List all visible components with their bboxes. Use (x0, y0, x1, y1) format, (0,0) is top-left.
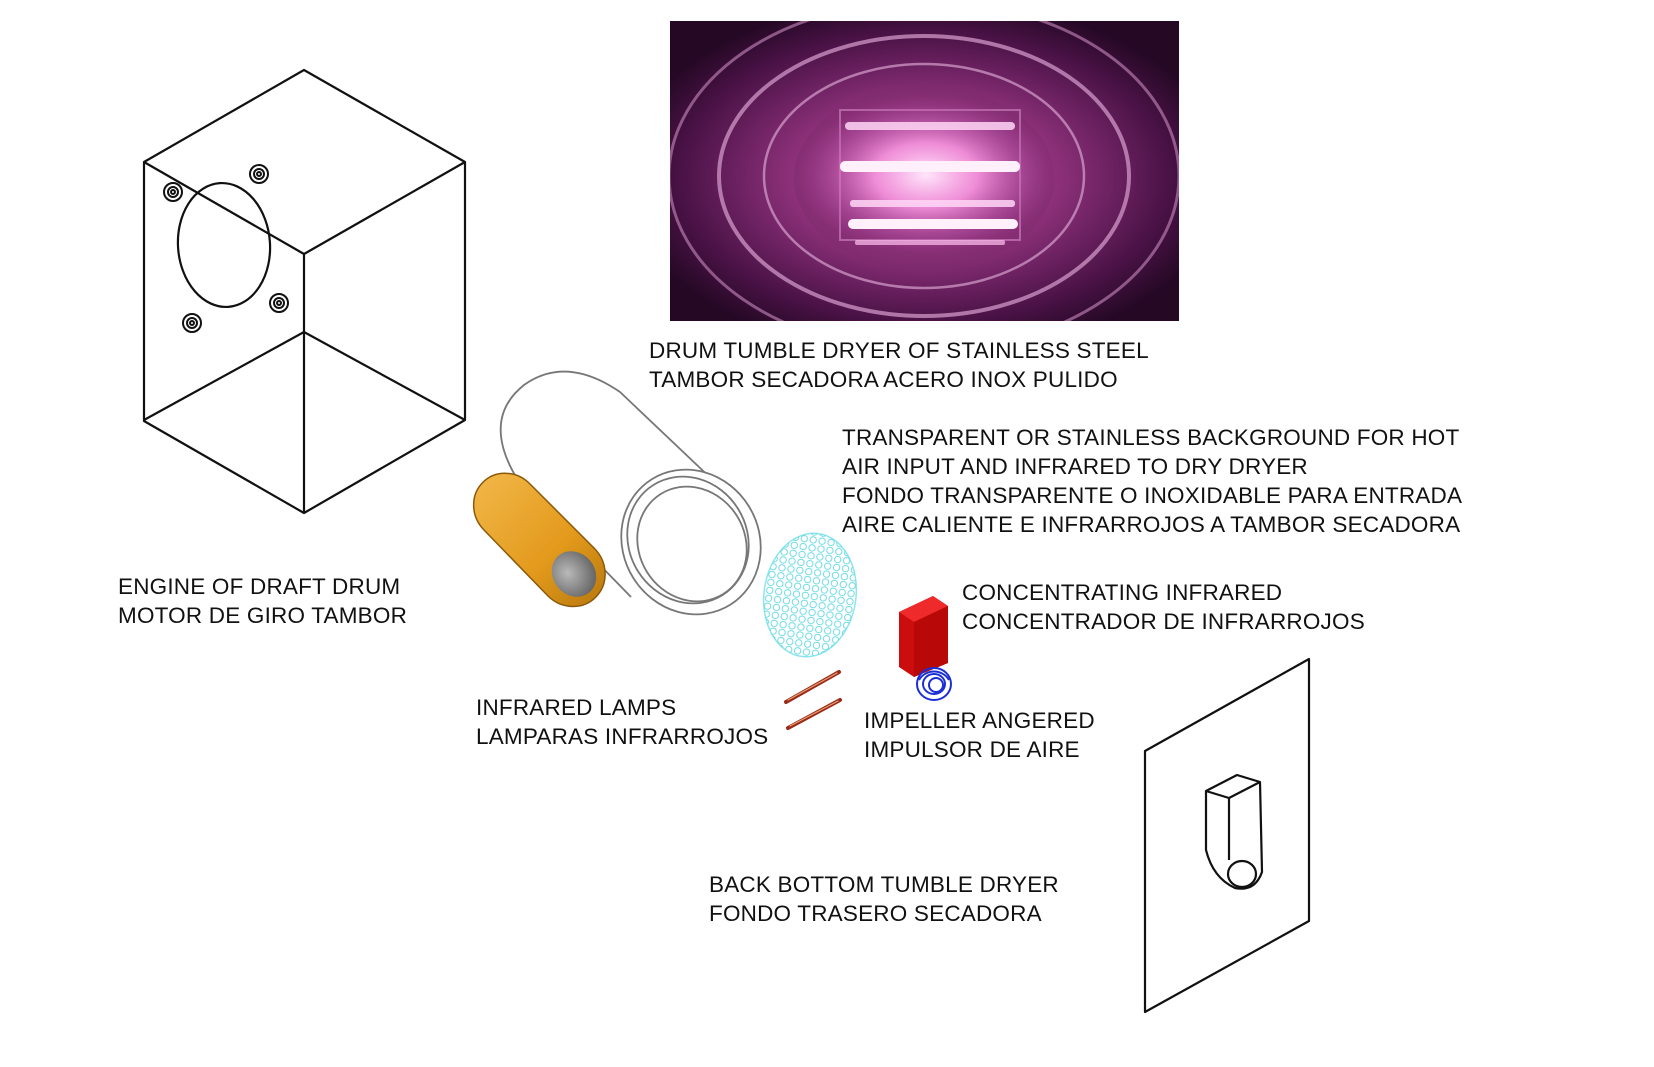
back-caption-es: FONDO TRASERO SECADORA (709, 901, 1042, 926)
cabinet-bolt (163, 182, 183, 202)
back-caption: BACK BOTTOM TUMBLE DRYER FONDO TRASERO S… (709, 870, 1059, 928)
drum-caption-es: TAMBOR SECADORA ACERO INOX PULIDO (649, 367, 1118, 392)
infrared-concentrator (899, 596, 948, 677)
background-caption: TRANSPARENT OR STAINLESS BACKGROUND FOR … (842, 423, 1462, 539)
impeller-caption-en: IMPELLER ANGERED (864, 708, 1095, 733)
background-caption-en-2: AIR INPUT AND INFRARED TO DRY DRYER (842, 454, 1308, 479)
background-caption-es-1: FONDO TRANSPARENTE O INOXIDABLE PARA ENT… (842, 483, 1463, 508)
lamps-caption-es: LAMPARAS INFRARROJOS (476, 724, 769, 749)
lamps-caption-en: INFRARED LAMPS (476, 695, 677, 720)
stainless-drum (499, 370, 762, 616)
drive-motor (472, 472, 606, 608)
air-impeller (916, 667, 952, 701)
impeller-caption: IMPELLER ANGERED IMPULSOR DE AIRE (864, 706, 1095, 764)
transparent-background-mesh (762, 532, 858, 658)
cabinet-bolt (249, 164, 269, 184)
back-caption-en: BACK BOTTOM TUMBLE DRYER (709, 872, 1059, 897)
cabinet-box (142, 68, 467, 515)
drum-caption-en: DRUM TUMBLE DRYER OF STAINLESS STEEL (649, 338, 1149, 363)
concentrator-caption: CONCENTRATING INFRARED CONCENTRADOR DE I… (962, 578, 1365, 636)
cabinet-bolt (269, 293, 289, 313)
lamps-caption: INFRARED LAMPS LAMPARAS INFRARROJOS (476, 693, 768, 751)
concentrator-caption-en: CONCENTRATING INFRARED (962, 580, 1283, 605)
cabinet-drum-opening (176, 181, 272, 309)
drum-interior-photo (670, 21, 1179, 321)
back-panel (1143, 657, 1311, 1014)
impeller-caption-es: IMPULSOR DE AIRE (864, 737, 1080, 762)
drum-caption: DRUM TUMBLE DRYER OF STAINLESS STEEL TAM… (649, 336, 1149, 394)
infrared-lamp (786, 698, 842, 730)
background-caption-es-2: AIRE CALIENTE E INFRARROJOS A TAMBOR SEC… (842, 512, 1461, 537)
concentrator-caption-es: CONCENTRADOR DE INFRARROJOS (962, 609, 1365, 634)
engine-caption-en: ENGINE OF DRAFT DRUM (118, 574, 401, 599)
engine-caption-es: MOTOR DE GIRO TAMBOR (118, 603, 408, 628)
cabinet-bolt (182, 313, 202, 333)
infrared-lamp (784, 670, 841, 704)
engine-caption: ENGINE OF DRAFT DRUM MOTOR DE GIRO TAMBO… (118, 572, 407, 630)
background-caption-en-1: TRANSPARENT OR STAINLESS BACKGROUND FOR … (842, 425, 1460, 450)
